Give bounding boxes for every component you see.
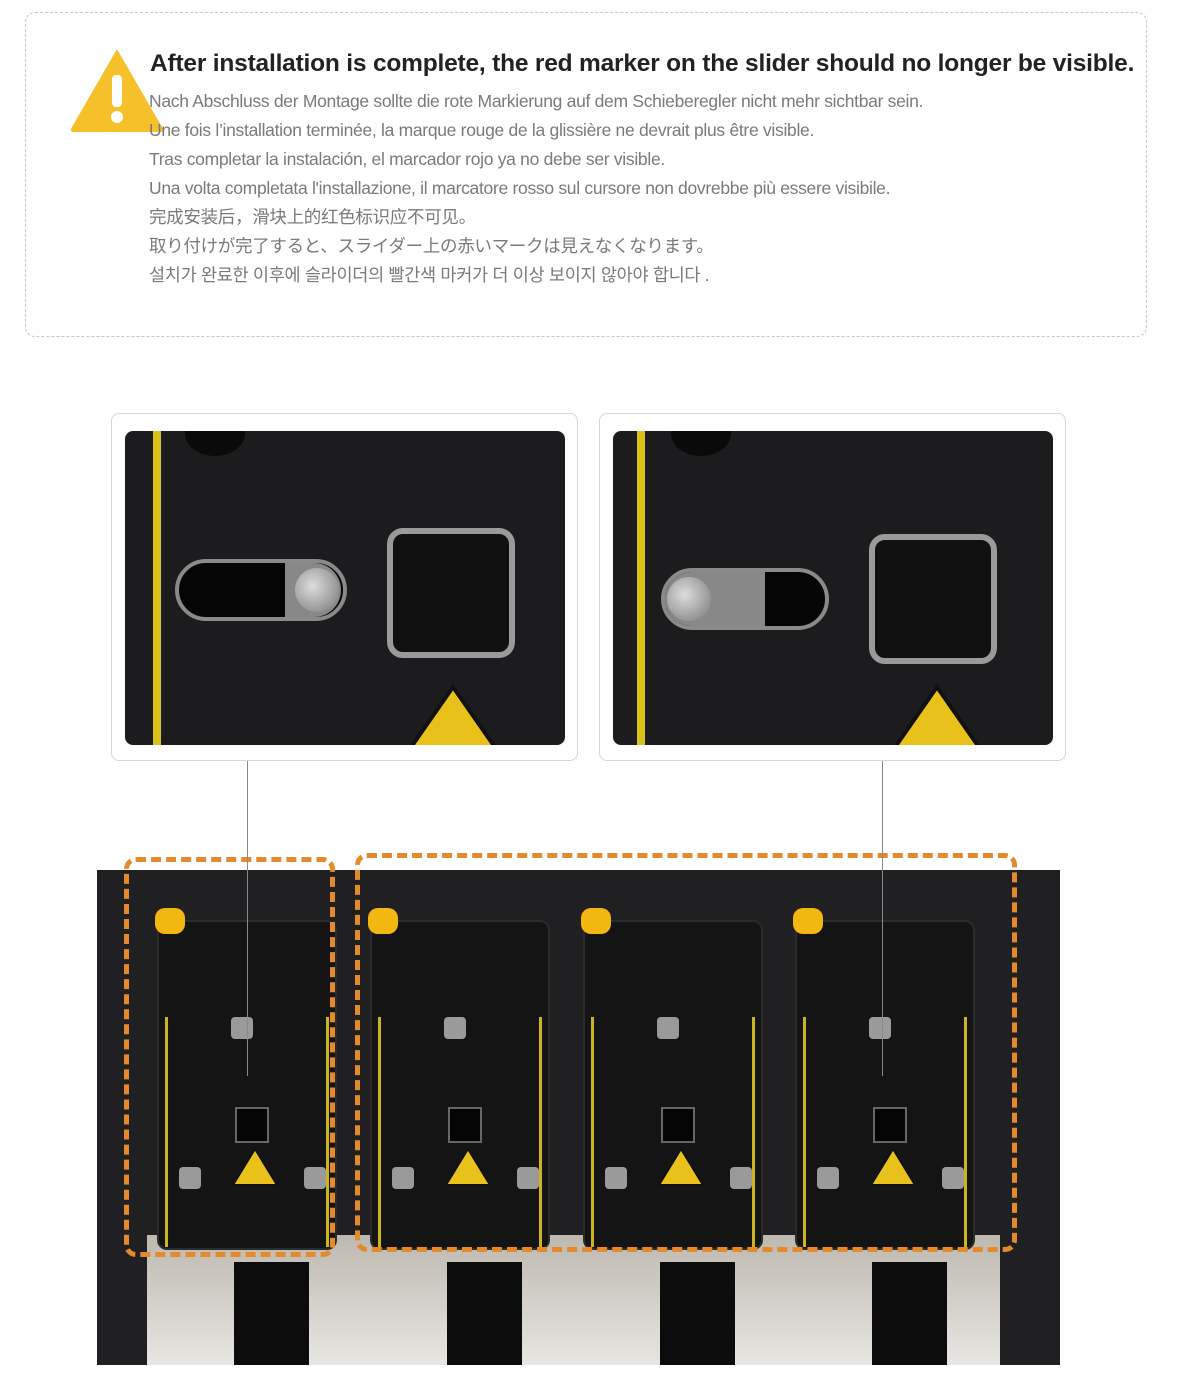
translation-ja: 取り付けが完了すると、スライダー上の赤いマークは見えなくなります。 bbox=[149, 236, 714, 256]
translation-es: Tras completar la instalación, el marcad… bbox=[149, 149, 665, 169]
translation-it: Una volta completata l'installazione, il… bbox=[149, 178, 891, 198]
translation-zh: 完成安装后，滑块上的红色标识应不可见。 bbox=[149, 207, 476, 227]
highlight-box-right bbox=[355, 853, 1017, 1252]
warning-notice bbox=[25, 12, 1147, 337]
translation-fr: Une fois l’installation terminée, la mar… bbox=[149, 120, 815, 140]
highlight-box-left bbox=[124, 857, 335, 1257]
warning-sign-icon bbox=[894, 683, 980, 745]
warning-sign-icon bbox=[410, 683, 496, 745]
callout-line-left bbox=[247, 761, 248, 1076]
warning-triangle-icon bbox=[70, 50, 164, 132]
callout-line-right bbox=[882, 761, 883, 1076]
translations-list: Nach Abschluss der Montage sollte die ro… bbox=[149, 89, 923, 292]
translation-ko: 설치가 완료한 이후에 슬라이더의 빨간색 마커가 더 이상 보이지 않아야 합… bbox=[149, 265, 710, 285]
translation-de: Nach Abschluss der Montage sollte die ro… bbox=[149, 91, 924, 111]
notice-title: After installation is complete, the red … bbox=[150, 50, 1135, 77]
detail-photo-right bbox=[599, 413, 1066, 761]
detail-photo-left bbox=[111, 413, 578, 761]
slider-closeup-image bbox=[613, 431, 1053, 745]
slider-closeup-image bbox=[125, 431, 565, 745]
